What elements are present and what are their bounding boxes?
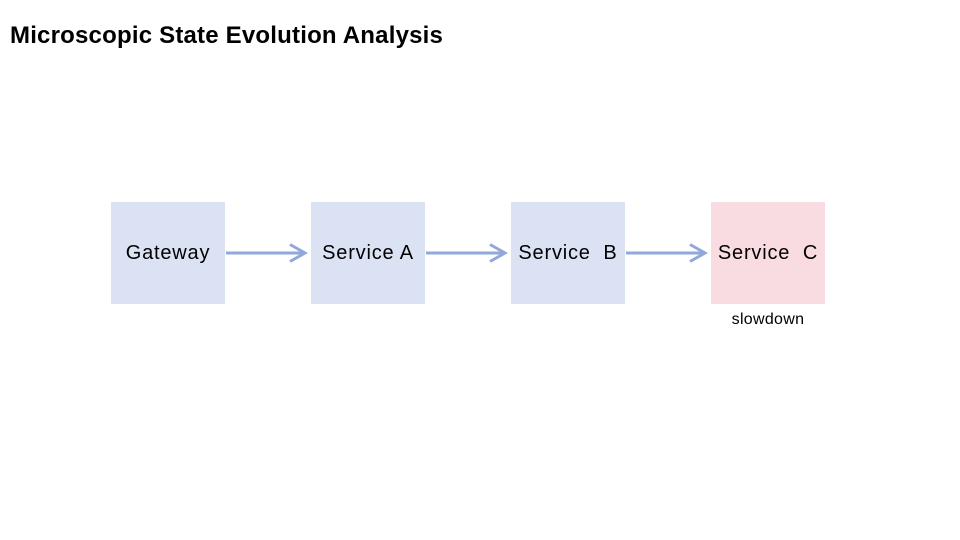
node-service-c-label: Service C [717,241,819,264]
node-gateway-label: Gateway [125,241,211,264]
node-service-c: Service C [711,202,825,304]
node-service-b: Service B [511,202,625,304]
node-service-b-label: Service B [518,241,618,264]
node-service-c-annotation: slowdown [731,311,805,328]
arrow-service-b-to-service-c [626,243,709,263]
arrow-gateway-to-service-a [226,243,309,263]
node-service-a: Service A [311,202,425,304]
page-title: Microscopic State Evolution Analysis [10,22,444,50]
node-service-a-label: Service A [322,241,414,264]
arrow-service-a-to-service-b [426,243,509,263]
node-gateway: Gateway [111,202,225,304]
